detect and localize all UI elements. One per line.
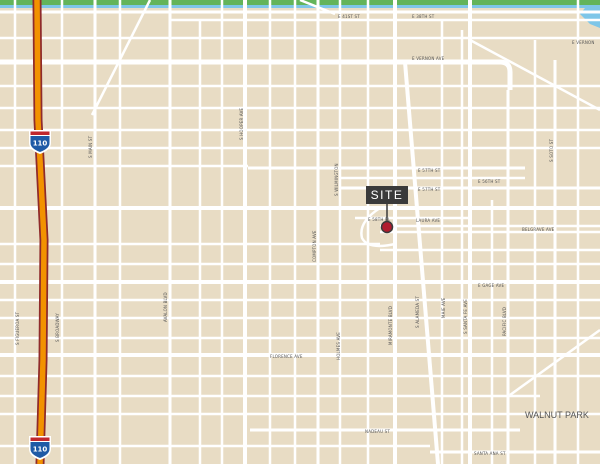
road-diagonal-1	[90, 0, 152, 116]
label-laura-ave: LAURA AVE	[416, 218, 440, 223]
label-s-hooper-ave: S HOOPER AVE	[239, 107, 244, 140]
street-labels: E 41ST ST E 38TH ST E VERNON E VERNON AV…	[15, 14, 595, 456]
shield-110-top: 110	[29, 130, 51, 154]
shield-top	[30, 437, 50, 441]
label-e-57th-st-b: E 57TH ST	[418, 187, 441, 192]
label-maie-ave: MAIE AVE	[441, 297, 446, 318]
label-santa-ana-st: SANTA ANA ST	[474, 451, 506, 456]
site-marker[interactable]	[380, 220, 394, 234]
label-s-wilmington: S WILMINGTON	[334, 163, 339, 196]
area-label-walnut-park: WALNUT PARK	[525, 410, 589, 420]
site-callout-label: SITE	[366, 186, 408, 204]
label-holmes-ave: HOLMES AVE	[336, 332, 341, 360]
shield-110-bottom: 110	[29, 436, 51, 460]
label-s-soto-st: S SOTO ST	[549, 138, 554, 162]
label-s-santa-fe-ave: S SANTA FE AVE	[463, 299, 468, 334]
shield-body	[30, 136, 50, 152]
road-diagonal-4	[299, 0, 336, 16]
label-avalon-blvd: AVALON BLVD	[163, 292, 168, 322]
label-e-vernon-top: E VERNON	[572, 40, 595, 45]
label-e-38th-st: E 38TH ST	[412, 14, 435, 19]
road-alameda	[403, 61, 440, 464]
freeway-line	[34, 0, 47, 464]
label-e-vernon-ave: E VERNON AVE	[412, 56, 445, 61]
label-miramonte-blvd: MIRAMONTE BLVD	[388, 306, 393, 345]
road-vernon	[0, 59, 513, 90]
label-nadeau-st: NADEAU ST	[365, 429, 390, 434]
label-belgrave-ave: BELGRAVE AVE	[522, 227, 555, 232]
top-band	[0, 0, 600, 6]
label-pacific-blvd: PACIFIC BLVD	[502, 307, 507, 336]
label-s-main-st: S MAIN ST	[88, 135, 93, 158]
shield-body	[30, 442, 50, 458]
label-e-57th-st: E 57TH ST	[418, 168, 441, 173]
freeway-110	[32, 0, 49, 464]
shield-number-text: 110	[33, 446, 48, 454]
road-diagonal-2	[469, 38, 600, 112]
label-compton-ave: COMPTON AVE	[312, 230, 317, 262]
road-diagonal-3	[509, 328, 600, 397]
label-s-alameda-st: S ALAMEDA ST	[415, 296, 420, 328]
top-band-blue	[0, 5, 600, 8]
label-s-broadway: S BROADWAY	[55, 313, 60, 342]
label-s-figueroa-st: S FIGUEROA ST	[15, 311, 20, 345]
shield-number-text: 110	[33, 140, 48, 148]
label-e-gage-ave: E GAGE AVE	[478, 283, 504, 288]
road-site-loop	[360, 206, 396, 248]
label-florence-ave: FLORENCE AVE	[270, 354, 303, 359]
shield-top	[30, 131, 50, 135]
label-e-56th-st: E 56TH ST	[478, 179, 501, 184]
label-e-58th-pl: E 58TH PL	[368, 217, 391, 222]
label-e-41st-st: E 41ST ST	[338, 14, 360, 19]
